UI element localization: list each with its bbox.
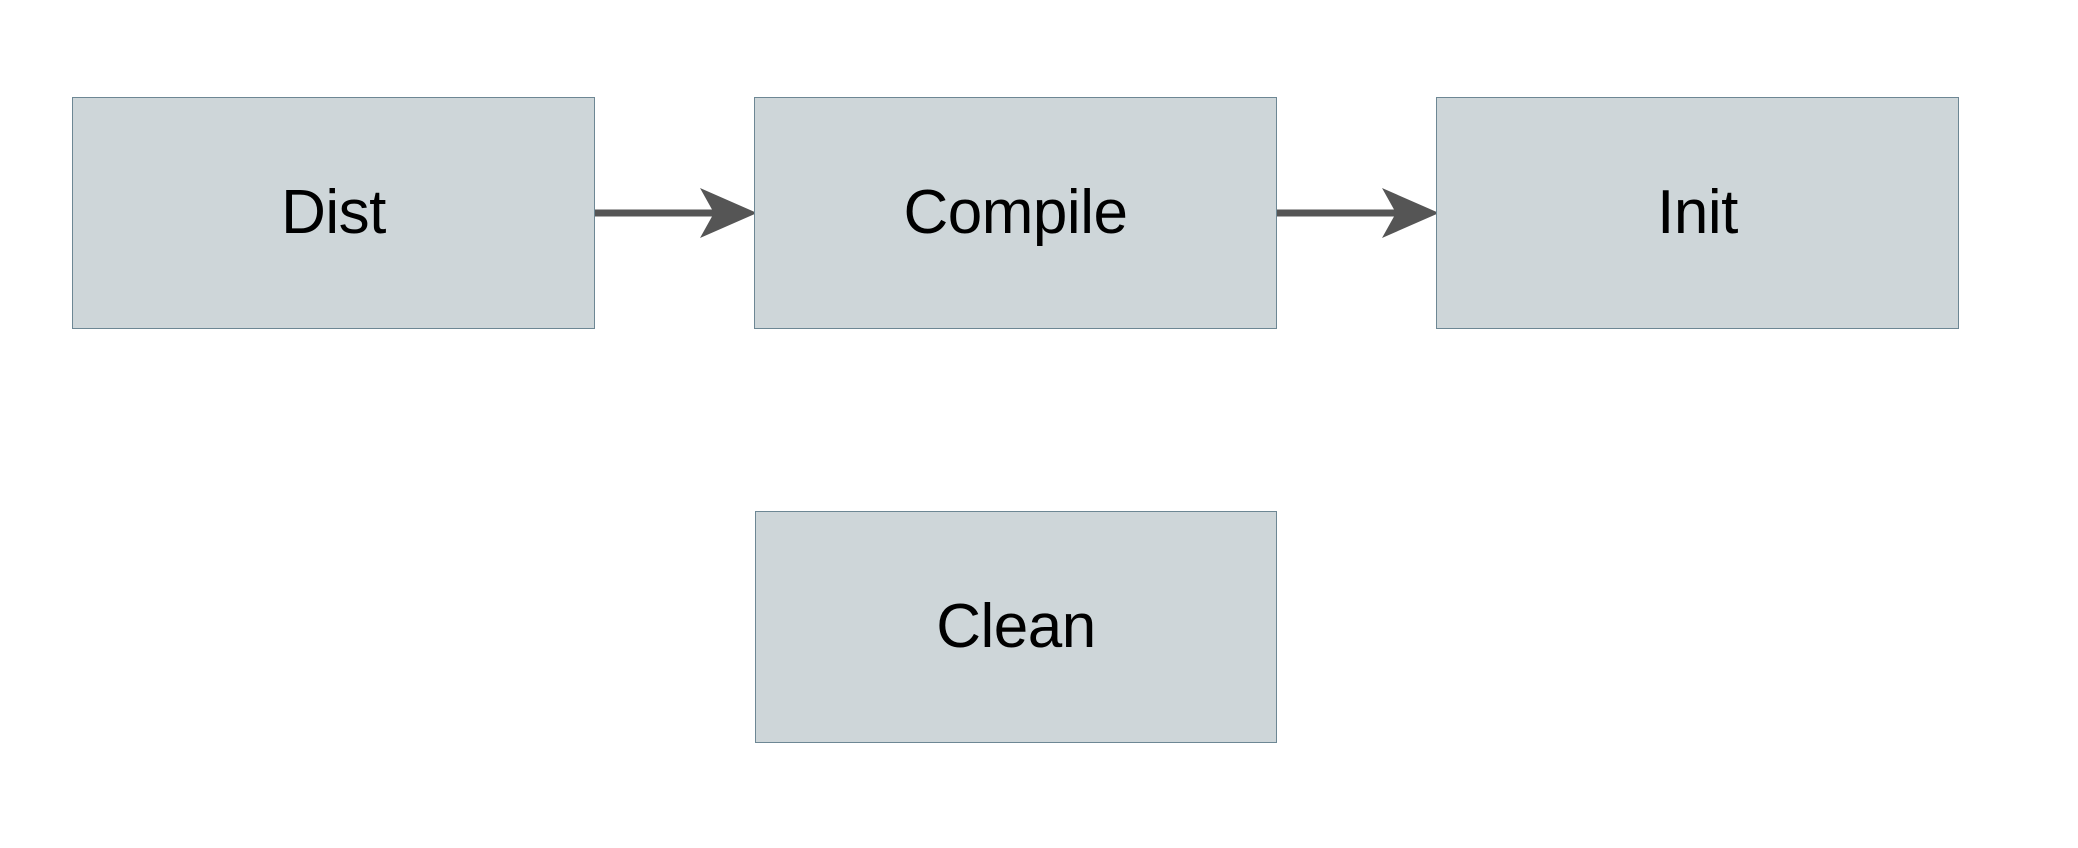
node-dist[interactable]: Dist [72, 97, 595, 329]
edge-dist-to-compile[interactable] [595, 188, 757, 238]
node-compile-label: Compile [903, 178, 1128, 247]
node-init[interactable]: Init [1436, 97, 1959, 329]
node-compile[interactable]: Compile [754, 97, 1277, 329]
edge-compile-to-init-arrow [1277, 188, 1439, 238]
node-clean-label: Clean [936, 592, 1096, 661]
node-clean[interactable]: Clean [755, 511, 1277, 743]
edge-dist-to-compile-arrow [595, 188, 757, 238]
edge-compile-to-init[interactable] [1277, 188, 1439, 238]
node-dist-label: Dist [281, 178, 386, 247]
node-init-label: Init [1657, 178, 1738, 247]
